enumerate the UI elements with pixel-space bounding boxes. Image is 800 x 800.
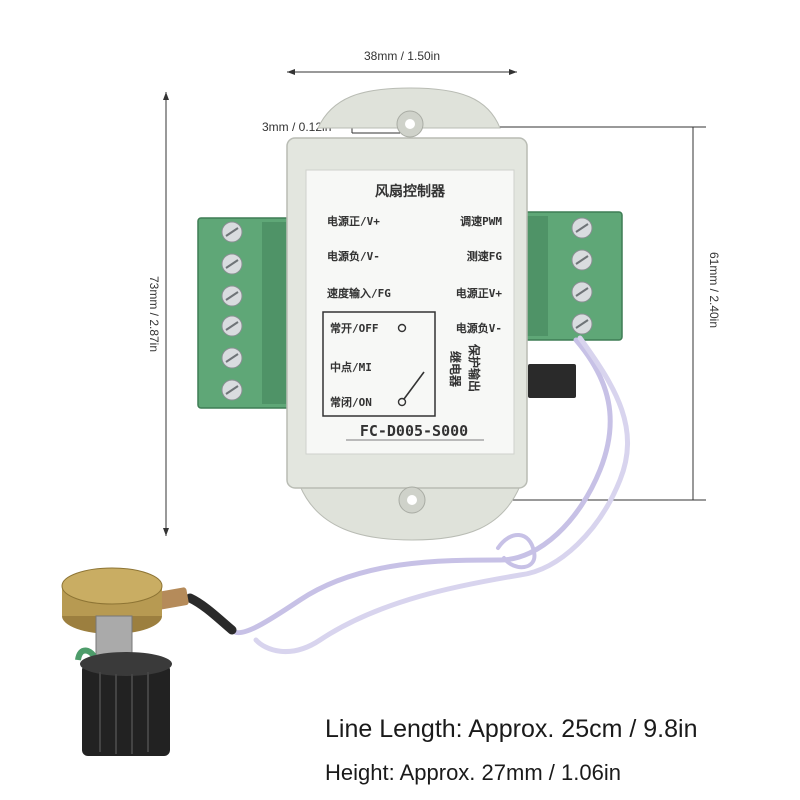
right-terminal-block: [521, 211, 623, 341]
screw-slot: [575, 255, 589, 265]
pin-left-1: 电源正/V+: [327, 214, 380, 228]
pin-right-2: 测速FG: [467, 249, 503, 263]
screw-slot: [225, 259, 239, 269]
relay-vertical-label-1: 继电器: [448, 351, 463, 388]
relay-line-2: 中点/MI: [330, 360, 372, 374]
relay-line-3: 常闭/ON: [330, 395, 372, 409]
screw-slot: [225, 291, 239, 301]
potentiometer: [61, 567, 189, 661]
pin-right-3: 电源正V+: [456, 286, 503, 300]
hole-label: 3mm / 0.12in: [262, 120, 331, 134]
line-length-caption: Line Length: Approx. 25cm / 9.8in: [325, 715, 698, 743]
inner-height-label: 61mm / 2.40in: [707, 252, 721, 328]
screw-slot: [575, 287, 589, 297]
pin-right-1: 调速PWM: [460, 214, 502, 228]
width-label: 38mm / 1.50in: [364, 49, 440, 63]
relay-switch-symbol: [403, 371, 425, 400]
label-panel: 风扇控制器 电源正/V+ 电源负/V- 速度输入/FG 调速PWM 测速FG 电…: [305, 169, 515, 455]
cable-connector: [528, 364, 576, 398]
relay-line-1: 常开/OFF: [330, 321, 379, 335]
pin-right-4: 电源负V-: [456, 321, 502, 335]
screw-slot: [225, 385, 239, 395]
left-terminal-block: [197, 217, 291, 409]
cable: [185, 335, 630, 655]
dimension-height: 73mm / 2.87in: [147, 92, 169, 536]
dimension-width: 38mm / 1.50in: [287, 49, 517, 75]
pin-left-2: 电源负/V-: [327, 249, 380, 263]
pin-left-3: 速度输入/FG: [327, 286, 391, 300]
screw-slot: [225, 353, 239, 363]
module-title: 风扇控制器: [375, 183, 446, 200]
relay-box: [322, 311, 436, 417]
height-label: 73mm / 2.87in: [147, 276, 161, 352]
screw-slot: [225, 321, 239, 331]
screw-slot: [575, 319, 589, 329]
height-caption: Height: Approx. 27mm / 1.06in: [325, 760, 621, 785]
knob[interactable]: [80, 652, 172, 756]
model-number: FC-D005-S000: [360, 422, 468, 440]
screw-slot: [575, 223, 589, 233]
relay-vertical-label-2: 保护输出: [467, 343, 482, 392]
screw-slot: [225, 227, 239, 237]
